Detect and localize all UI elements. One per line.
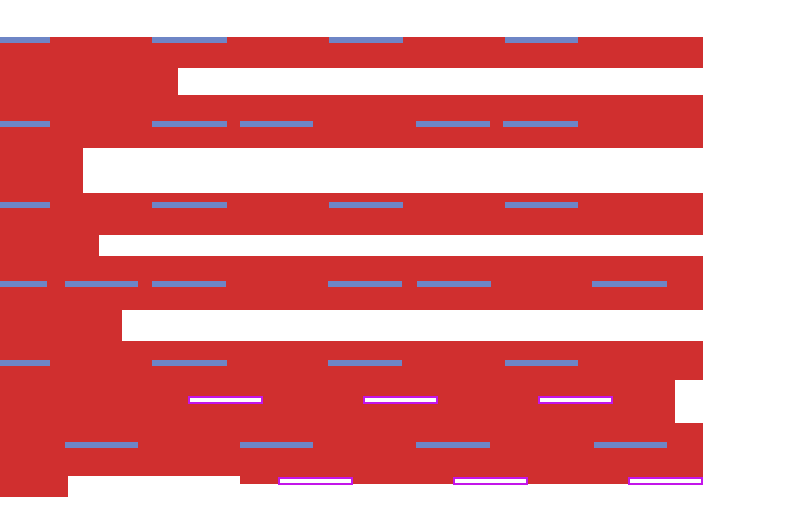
blue-bar-placeholder (0, 37, 50, 43)
magenta-outline-bar-placeholder (188, 396, 263, 404)
blue-bar-placeholder (0, 281, 47, 287)
red-block-placeholder (0, 235, 99, 256)
blue-bar-placeholder (594, 442, 667, 448)
blue-bar-placeholder (328, 360, 402, 366)
red-block-placeholder (0, 95, 703, 148)
red-block-placeholder (0, 68, 178, 95)
red-block-placeholder (0, 148, 83, 193)
red-block-placeholder (0, 310, 122, 341)
blue-bar-placeholder (592, 281, 667, 287)
blue-bar-placeholder (0, 202, 50, 208)
blue-bar-placeholder (152, 121, 227, 127)
magenta-outline-bar-placeholder (628, 477, 703, 485)
blue-bar-placeholder (505, 202, 578, 208)
red-block-placeholder (0, 193, 703, 235)
blue-bar-placeholder (152, 281, 226, 287)
blue-bar-placeholder (240, 442, 313, 448)
blue-bar-placeholder (0, 121, 50, 127)
blue-bar-placeholder (65, 281, 138, 287)
blue-bar-placeholder (152, 202, 227, 208)
blue-bar-placeholder (505, 37, 578, 43)
red-block-placeholder (0, 476, 68, 497)
blue-bar-placeholder (329, 202, 403, 208)
blue-bar-placeholder (65, 442, 138, 448)
red-block-placeholder (675, 341, 703, 380)
magenta-outline-bar-placeholder (363, 396, 438, 404)
blue-bar-placeholder (240, 121, 313, 127)
blue-bar-placeholder (152, 360, 227, 366)
magenta-outline-bar-placeholder (538, 396, 613, 404)
blue-bar-placeholder (416, 121, 490, 127)
red-block-placeholder (675, 423, 703, 476)
blue-bar-placeholder (503, 121, 578, 127)
magenta-outline-bar-placeholder (453, 477, 528, 485)
blue-bar-placeholder (152, 37, 227, 43)
magenta-outline-bar-placeholder (278, 477, 353, 485)
blue-bar-placeholder (329, 37, 403, 43)
blue-bar-placeholder (505, 360, 578, 366)
blue-bar-placeholder (0, 360, 50, 366)
blue-bar-placeholder (416, 442, 490, 448)
blue-bar-placeholder (328, 281, 402, 287)
blue-bar-placeholder (417, 281, 491, 287)
